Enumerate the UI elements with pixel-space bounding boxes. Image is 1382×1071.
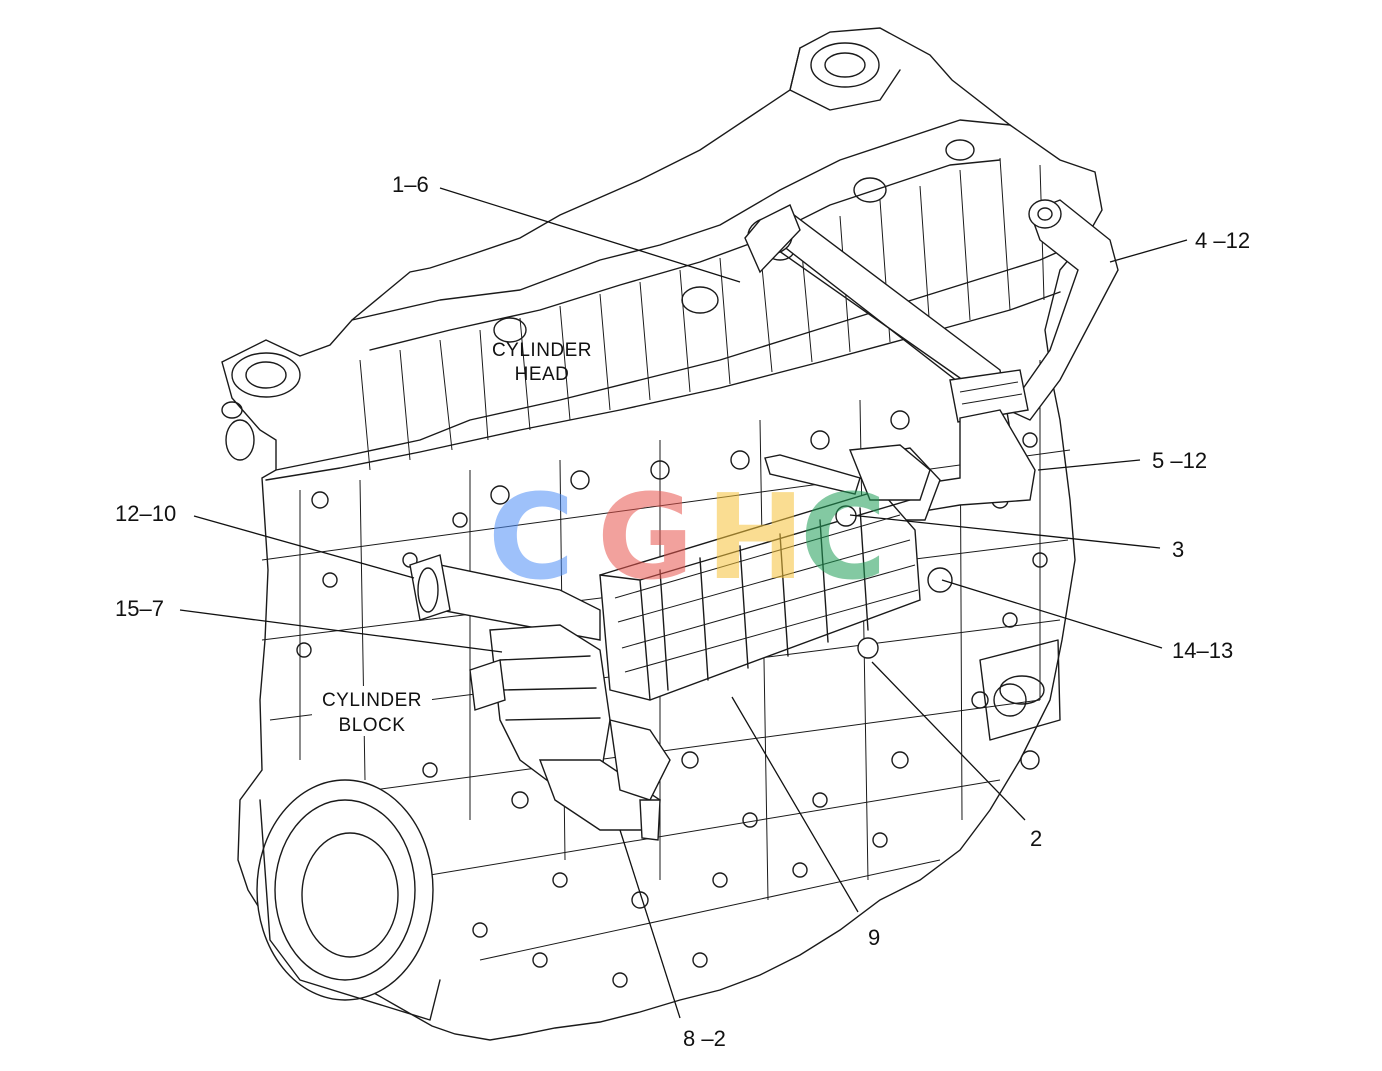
watermark-letter-3: H (706, 468, 805, 606)
cylinder-head-label: CYLINDER HEAD (492, 340, 592, 385)
leader-4-12 (1109, 239, 1188, 263)
leader-9 (731, 696, 859, 913)
callout-8-2: 8 –2 (683, 1026, 726, 1051)
callout-labels: 1–6 4 –12 5 –12 3 14–13 12–10 15–7 2 9 8… (115, 172, 1250, 1051)
leader-1-6 (439, 187, 741, 283)
callout-15-7: 15–7 (115, 596, 164, 621)
callout-3: 3 (1172, 537, 1184, 562)
watermark-letter-2: G (597, 468, 694, 606)
leader-2 (871, 661, 1026, 821)
callout-4-12: 4 –12 (1195, 228, 1250, 253)
watermark-logo: C G H C (488, 468, 887, 606)
leader-14-13 (941, 579, 1163, 649)
egr-tube-right (1006, 199, 1119, 421)
leader-15-7 (179, 609, 503, 653)
watermark-letter-1: C (488, 468, 575, 606)
egr-valve (469, 624, 671, 841)
egr-valve-tube (409, 554, 601, 641)
leader-8-2 (619, 829, 681, 1019)
callout-2: 2 (1030, 826, 1042, 851)
callout-1-6: 1–6 (392, 172, 429, 197)
leader-lines (179, 187, 1188, 1019)
watermark-letter-4: C (800, 468, 887, 606)
cylinder-head-label-line2: HEAD (515, 364, 570, 385)
cylinder-block-label-line2: BLOCK (339, 715, 406, 736)
callout-14-13: 14–13 (1172, 638, 1233, 663)
callout-12-10: 12–10 (115, 501, 176, 526)
callout-9: 9 (868, 925, 880, 950)
egr-tube-upper (744, 204, 1011, 441)
egr-cooler (599, 444, 953, 701)
callout-5-12: 5 –12 (1152, 448, 1207, 473)
leader-12-10 (193, 515, 415, 579)
cylinder-head-label-line1: CYLINDER (492, 340, 592, 361)
cylinder-block-label-line1: CYLINDER (322, 690, 422, 711)
cylinder-block-label: CYLINDER BLOCK (312, 686, 432, 736)
leader-5-12 (1037, 459, 1141, 471)
egr-clamp (949, 369, 1029, 423)
leader-3 (849, 514, 1161, 549)
